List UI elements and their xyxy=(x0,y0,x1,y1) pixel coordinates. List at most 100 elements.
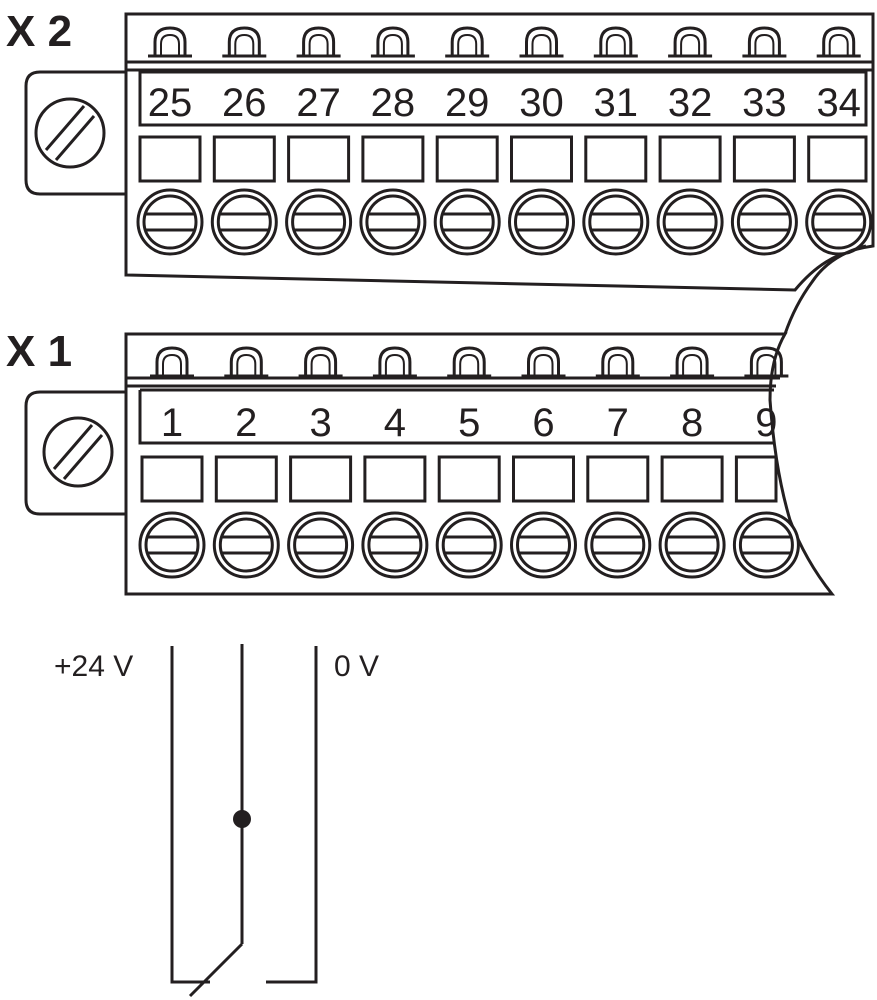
junction-dot xyxy=(233,810,251,828)
terminal: 32 xyxy=(656,26,724,256)
marker-box xyxy=(510,135,573,183)
terminal-number: 4 xyxy=(384,401,406,445)
clamp-cap-icon xyxy=(519,26,564,58)
terminal-screw-icon xyxy=(287,511,355,579)
clamp-cap-icon xyxy=(668,26,713,58)
clamp-cap-icon xyxy=(742,26,787,58)
clamp-cap-icon xyxy=(224,346,269,378)
terminal: 9 xyxy=(732,346,800,579)
terminal-number: 32 xyxy=(668,81,713,125)
terminal: 33 xyxy=(730,26,798,256)
terminal-screw-icon xyxy=(805,188,873,256)
marker-box xyxy=(807,135,868,183)
clamp-cap-icon xyxy=(298,346,343,378)
clamp-cap-icon xyxy=(593,26,638,58)
marker-box xyxy=(586,455,650,503)
marker-box xyxy=(138,135,202,183)
terminal-screw-icon xyxy=(582,188,650,256)
marker-box xyxy=(437,455,501,503)
terminal-number: 26 xyxy=(222,81,267,125)
clamp-cap-icon xyxy=(222,26,267,58)
clamp-cap-icon xyxy=(744,346,789,378)
block-label-x2: X 2 xyxy=(6,7,72,56)
terminal: 34 xyxy=(805,26,873,256)
terminal: 27 xyxy=(285,26,353,256)
terminal-number: 5 xyxy=(458,401,480,445)
terminal: 2 xyxy=(212,346,280,579)
clamp-cap-icon xyxy=(447,346,492,378)
terminal-screw-icon xyxy=(361,511,429,579)
mounting-screw-icon xyxy=(42,416,114,488)
supply-negative-label: 0 V xyxy=(334,650,379,683)
terminal: 6 xyxy=(510,346,577,579)
terminal-screw-icon xyxy=(210,188,278,256)
marker-box xyxy=(361,135,425,183)
terminal: 8 xyxy=(658,346,726,579)
terminal-screw-icon xyxy=(433,188,501,256)
terminal-number: 2 xyxy=(235,401,257,445)
terminal: 31 xyxy=(582,26,650,256)
terminal-number: 25 xyxy=(148,81,193,125)
terminal: 28 xyxy=(359,26,427,256)
housing-x1 xyxy=(124,332,836,596)
terminal-number: 27 xyxy=(296,81,341,125)
wiring: +24 V 0 V xyxy=(54,644,379,998)
mounting-lug-x2 xyxy=(24,70,128,196)
mounting-screw-icon xyxy=(34,97,106,169)
marker-box xyxy=(584,135,648,183)
marker-box xyxy=(660,455,724,503)
marker-box xyxy=(289,455,353,503)
clamp-cap-icon xyxy=(372,346,417,378)
terminal-number: 8 xyxy=(681,401,703,445)
terminal-number: 9 xyxy=(755,401,777,445)
terminal-screw-icon xyxy=(656,188,724,256)
wire-negative xyxy=(266,646,318,984)
switch-contact-icon xyxy=(188,942,244,998)
clamp-cap-icon xyxy=(816,26,861,58)
marker-box xyxy=(212,135,276,183)
terminal-number: 1 xyxy=(161,401,183,445)
marker-box xyxy=(734,455,778,503)
clamp-cap-icon xyxy=(370,26,415,58)
terminal-screw-icon xyxy=(285,188,353,256)
terminal-screw-icon xyxy=(359,188,427,256)
terminal: 1 xyxy=(138,346,206,579)
terminal: 25 xyxy=(136,26,204,256)
mounting-lug-x1 xyxy=(24,390,128,516)
terminal-screw-icon xyxy=(732,511,800,579)
clamp-cap-icon xyxy=(595,346,640,378)
terminal-number: 28 xyxy=(371,81,416,125)
break-line xyxy=(783,244,867,335)
terminal-screw-icon xyxy=(138,511,206,579)
marker-box xyxy=(512,455,575,503)
terminal-screw-icon xyxy=(584,511,652,579)
marker-box xyxy=(658,135,722,183)
clamp-cap-icon xyxy=(150,346,194,378)
terminal-screw-icon xyxy=(730,188,798,256)
terminal-screw-icon xyxy=(136,188,204,256)
terminal-screw-icon xyxy=(435,511,503,579)
clamp-cap-icon xyxy=(296,26,341,58)
block-label-x1: X 1 xyxy=(6,327,72,376)
terminal: 7 xyxy=(584,346,652,579)
terminal-number: 6 xyxy=(532,401,554,445)
marker-box xyxy=(287,135,351,183)
terminal: 3 xyxy=(287,346,355,579)
clamp-cap-icon xyxy=(521,346,566,378)
terminal-number: 29 xyxy=(445,81,490,125)
terminal-screw-icon xyxy=(658,511,726,579)
wire-positive xyxy=(170,646,200,984)
terminal: 30 xyxy=(508,26,575,256)
marker-box xyxy=(214,455,278,503)
marker-box xyxy=(363,455,427,503)
terminal-number: 31 xyxy=(594,81,639,125)
terminal: 5 xyxy=(435,346,503,579)
clamp-cap-icon xyxy=(445,26,490,58)
clamp-cap-icon xyxy=(148,26,192,58)
terminal-number: 30 xyxy=(519,81,564,125)
terminal-screw-icon xyxy=(510,511,577,579)
supply-positive-label: +24 V xyxy=(54,650,133,683)
